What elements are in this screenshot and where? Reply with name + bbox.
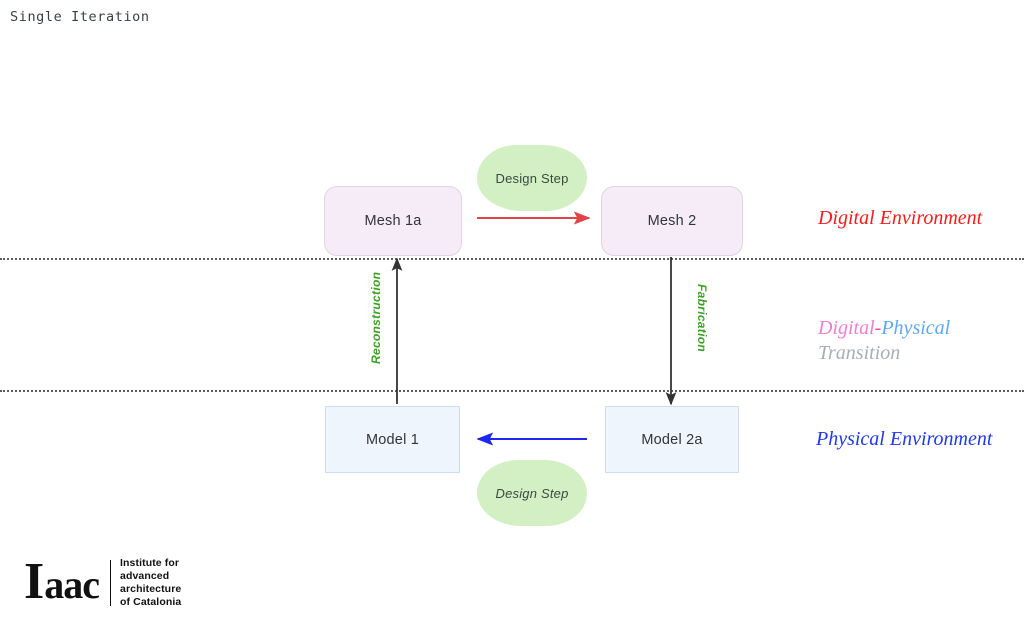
band-caption-digital-environment: Digital Environment xyxy=(818,207,983,229)
node-mesh-2: Mesh 2 xyxy=(601,186,743,256)
band-caption-physical-environment: Physical Environment xyxy=(816,428,993,450)
logo-tagline-line-3: architecture xyxy=(120,583,182,595)
band-caption-digital-physical-transition: Digital-Physical Transition xyxy=(818,316,950,366)
node-model-2a: Model 2a xyxy=(605,406,739,473)
band-divider-transition-physical xyxy=(0,390,1024,392)
design-step-blob-bottom: Design Step xyxy=(477,460,587,526)
page-title: Single Iteration xyxy=(10,9,150,25)
iaac-logo-tagline: Institute for advanced architecture of C… xyxy=(120,557,181,609)
edge-label-fabrication: Fabrication xyxy=(695,284,709,352)
logo-tagline-line-1: Institute for xyxy=(120,557,180,569)
logo-letters-aac: aac xyxy=(44,561,100,607)
caption-part-digital: Digital xyxy=(818,317,875,339)
caption-part-dash: - xyxy=(874,317,882,339)
logo-letter-i: I xyxy=(24,552,44,610)
logo-tagline-line-4: of Catalonia xyxy=(120,596,182,608)
node-model-1: Model 1 xyxy=(325,406,460,473)
logo-divider xyxy=(110,560,112,606)
caption-part-transition: Transition xyxy=(818,342,901,364)
edge-label-reconstruction: Reconstruction xyxy=(369,271,383,364)
design-step-blob-top: Design Step xyxy=(477,145,587,211)
caption-part-physical: Physical xyxy=(881,317,951,339)
node-mesh-1a: Mesh 1a xyxy=(324,186,462,256)
band-divider-digital-transition xyxy=(0,258,1024,260)
logo-tagline-line-2: advanced xyxy=(120,570,170,582)
